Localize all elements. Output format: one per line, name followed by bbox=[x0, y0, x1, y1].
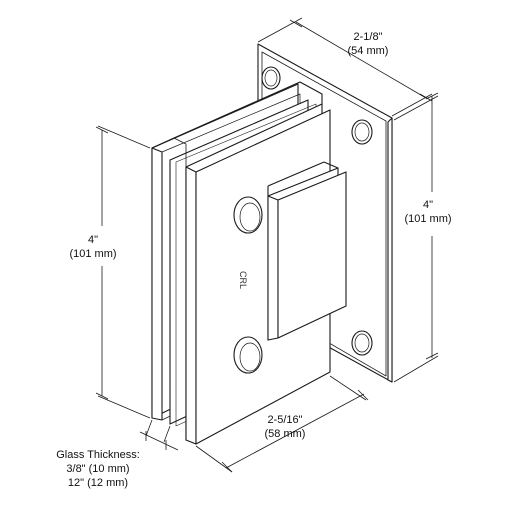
dimension-line-left bbox=[95, 125, 151, 419]
glass-thickness-option-2: 12" (12 mm) bbox=[67, 477, 129, 489]
top-width-label: 2-1/8" (54 mm) bbox=[338, 30, 398, 58]
mounting-hole bbox=[261, 66, 281, 90]
bottom-width-imperial: 2-5/16" bbox=[267, 414, 303, 426]
screw-hole bbox=[233, 196, 263, 234]
mounting-hole bbox=[351, 119, 373, 145]
dimension-line-top bbox=[257, 17, 433, 117]
left-height-label: 4" (101 mm) bbox=[58, 233, 128, 261]
dimension-line-right bbox=[393, 92, 439, 383]
top-width-imperial: 2-1/8" bbox=[353, 31, 383, 43]
mounting-hole bbox=[351, 330, 373, 356]
clamp-top-edge bbox=[151, 81, 323, 167]
right-height-metric: (101 mm) bbox=[404, 213, 452, 225]
hinge-knuckle bbox=[267, 161, 347, 341]
glass-thickness-option-1: 3/8" (10 mm) bbox=[66, 463, 130, 475]
dimension-line-bottom bbox=[195, 375, 369, 473]
brand-logo: CRL bbox=[238, 271, 248, 289]
screw-hole bbox=[233, 336, 263, 374]
right-height-label: 4" (101 mm) bbox=[393, 198, 463, 226]
glass-thickness-note: Glass Thickness: 3/8" (10 mm) 12" (12 mm… bbox=[44, 448, 152, 490]
bottom-width-label: 2-5/16" (58 mm) bbox=[248, 413, 322, 441]
bottom-width-metric: (58 mm) bbox=[264, 428, 306, 440]
left-height-metric: (101 mm) bbox=[69, 248, 117, 260]
left-height-imperial: 4" bbox=[87, 234, 99, 246]
glass-thickness-title: Glass Thickness: bbox=[56, 449, 140, 461]
top-width-metric: (54 mm) bbox=[347, 45, 389, 57]
right-height-imperial: 4" bbox=[422, 199, 434, 211]
dimension-line-glass bbox=[139, 419, 179, 451]
